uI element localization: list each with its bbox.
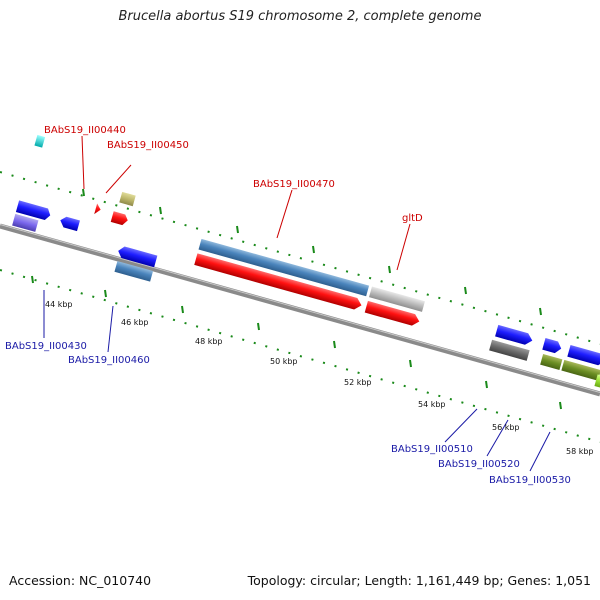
gene-blue-r1[interactable] [495, 324, 534, 347]
gene-blue-r2[interactable] [542, 338, 563, 354]
major-tick [559, 401, 562, 410]
major-tick [236, 225, 239, 234]
gene-darkgrey[interactable] [489, 339, 530, 361]
major-tick [31, 275, 34, 284]
callout-line [81, 135, 85, 190]
gene-blue-left[interactable] [15, 200, 52, 221]
map-title: Brucella abortus S19 chromosome 2, compl… [118, 9, 482, 24]
major-tick [464, 286, 467, 295]
gene-steel-00460[interactable] [114, 261, 154, 282]
gene-label[interactable]: BAbS19_II00510 [391, 444, 473, 455]
gene-label[interactable]: BAbS19_II00530 [489, 475, 571, 486]
callout-line [276, 189, 293, 239]
callout-line [486, 419, 509, 457]
gene-label[interactable]: gltD [402, 213, 423, 224]
scale-label: 48 kbp [195, 337, 223, 346]
gene-olive-2[interactable] [561, 359, 600, 381]
gene-red-small-1[interactable] [94, 203, 102, 216]
major-tick [257, 322, 260, 331]
major-tick [104, 289, 107, 298]
gene-purple[interactable] [12, 213, 39, 232]
major-ticks [31, 188, 562, 410]
major-tick [181, 305, 184, 314]
gene-label[interactable]: BAbS19_II00520 [438, 459, 520, 470]
gene-blue-left-small[interactable] [59, 215, 80, 232]
callout-line [107, 305, 114, 353]
callout-line [444, 408, 478, 443]
scale-label: 58 kbp [566, 447, 594, 456]
callout-line [105, 164, 132, 194]
gene-cyan[interactable] [34, 134, 46, 148]
callout-line [529, 431, 551, 472]
scale-label: 56 kbp [492, 423, 520, 432]
chromosome-backbone-highlight [0, 224, 600, 393]
outer-tick-row [0, 171, 600, 345]
inner-tick-row [0, 269, 600, 443]
scale-label: 44 kbp [45, 300, 73, 309]
scale-label: 50 kbp [270, 357, 298, 366]
gene-label[interactable]: BAbS19_II00470 [253, 179, 335, 190]
gene-steelblue-long[interactable] [198, 238, 370, 297]
callout-line [396, 223, 411, 271]
topology-summary: Topology: circular; Length: 1,161,449 bp… [247, 573, 591, 588]
gene-olive[interactable] [540, 354, 563, 370]
major-tick [82, 188, 85, 197]
gene-khaki[interactable] [119, 191, 136, 207]
major-tick [485, 380, 488, 389]
gene-red-small-2[interactable] [110, 211, 129, 226]
accession-label: Accession: NC_010740 [9, 573, 152, 588]
gene-label[interactable]: BAbS19_II00450 [107, 140, 189, 151]
major-tick [539, 307, 542, 316]
major-tick [388, 265, 391, 274]
gene-grey-gltd[interactable] [369, 286, 425, 312]
scale-label: 52 kbp [344, 378, 372, 387]
scale-label: 46 kbp [121, 318, 149, 327]
chromosome-backbone [0, 223, 600, 397]
gene-blue-r3[interactable] [567, 345, 600, 367]
major-tick [159, 206, 162, 215]
scale-label: 54 kbp [418, 400, 446, 409]
gene-red-long[interactable] [194, 253, 363, 311]
gene-label[interactable]: BAbS19_II00430 [5, 341, 87, 352]
major-tick [333, 340, 336, 349]
gene-label[interactable]: BAbS19_II00440 [44, 125, 126, 136]
gene-blue-00460[interactable] [117, 245, 158, 268]
major-tick [312, 245, 315, 254]
major-tick [409, 359, 412, 368]
gene-label[interactable]: BAbS19_II00460 [68, 355, 150, 366]
gene-red-gltd[interactable] [364, 300, 421, 327]
